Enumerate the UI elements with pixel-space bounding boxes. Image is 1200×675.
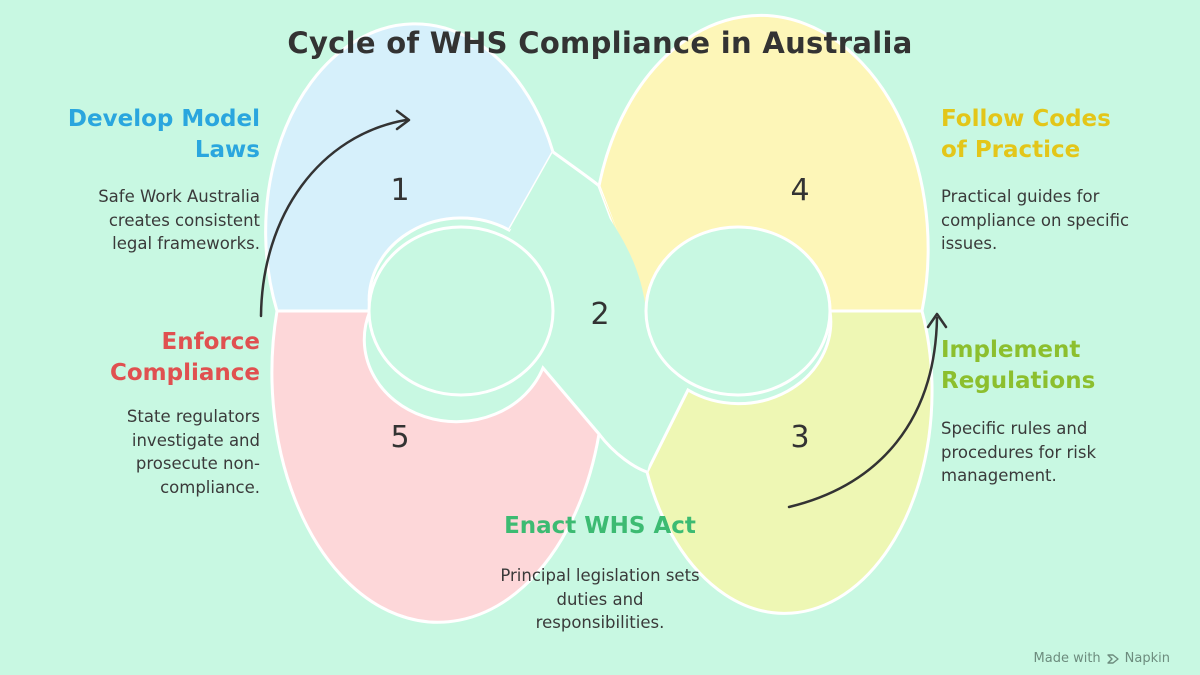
left-ring-hole — [367, 225, 555, 397]
napkin-watermark[interactable]: Made with Napkin — [1034, 651, 1170, 666]
step-1-description-line: legal frameworks. — [112, 234, 260, 253]
right-ring-hole — [644, 225, 832, 397]
diagram-title: Cycle of WHS Compliance in Australia — [287, 26, 913, 60]
arrow-left-head — [395, 109, 411, 131]
step-3-heading: Implement Regulations — [941, 335, 1181, 397]
step-5-heading-line: Compliance — [109, 360, 260, 386]
watermark-brand: Napkin — [1124, 651, 1170, 666]
step-number-4: 4 — [790, 173, 809, 208]
segment-1 — [264, 22, 555, 313]
step-2-description-line: duties and — [556, 589, 644, 609]
step-5-heading: Enforce Compliance — [40, 327, 260, 389]
step-1-heading-line: Laws — [194, 137, 260, 163]
step-1-description-line: Safe Work Australia — [98, 187, 260, 206]
step-4-description-line: Practical guides for — [941, 187, 1100, 206]
step-5-description-line: State regulators — [126, 407, 260, 426]
step-5-description-line: prosecute non- — [135, 454, 260, 473]
arrow-right — [787, 316, 939, 509]
step-4-description-line: compliance on specific — [941, 210, 1130, 230]
step-3-description-line: Specific rules and — [941, 419, 1088, 438]
step-number-5: 5 — [390, 420, 409, 455]
step-3-heading-line: Regulations — [941, 368, 1096, 394]
segment-5 — [270, 309, 601, 624]
step-number-2: 2 — [590, 297, 609, 332]
step-number-3: 3 — [790, 420, 809, 455]
step-1-description: Safe Work Australia creates consistent l… — [40, 185, 260, 256]
step-2-heading-line: Enact WHS Act — [504, 513, 696, 539]
step-5-description-line: investigate and — [131, 430, 260, 450]
step-5-heading-line: Enforce — [161, 329, 260, 355]
step-4-description-line: issues. — [941, 234, 998, 253]
step-1-heading: Develop Model Laws — [40, 104, 260, 166]
step-number-1: 1 — [390, 173, 409, 208]
step-4-heading-line: Follow Codes — [941, 106, 1111, 132]
step-2-description: Principal legislation sets duties and re… — [440, 564, 760, 635]
segment-3 — [645, 309, 934, 615]
step-3-heading-line: Implement — [941, 337, 1081, 363]
step-4-description: Practical guides for compliance on speci… — [941, 185, 1181, 256]
step-4-heading: Follow Codes of Practice — [941, 104, 1181, 166]
napkin-logo-icon — [1106, 653, 1119, 664]
watermark-prefix: Made with — [1033, 651, 1101, 666]
step-5-description: State regulators investigate and prosecu… — [40, 405, 260, 499]
step-3-description: Specific rules and procedures for risk m… — [941, 417, 1181, 488]
step-2-description-line: responsibilities. — [535, 613, 665, 632]
step-4-heading-line: of Practice — [941, 137, 1081, 163]
step-2-heading: Enact WHS Act — [440, 511, 760, 542]
segment-2 — [509, 152, 654, 472]
step-5-description-line: compliance. — [160, 477, 260, 497]
step-2-description-line: Principal legislation sets — [500, 566, 700, 585]
step-3-description-line: procedures for risk — [941, 442, 1097, 462]
step-1-heading-line: Develop Model — [67, 106, 260, 132]
arrow-left — [259, 118, 408, 318]
arrow-right-head — [926, 312, 948, 329]
step-1-description-line: creates consistent — [108, 210, 260, 230]
step-3-description-line: management. — [941, 466, 1057, 485]
